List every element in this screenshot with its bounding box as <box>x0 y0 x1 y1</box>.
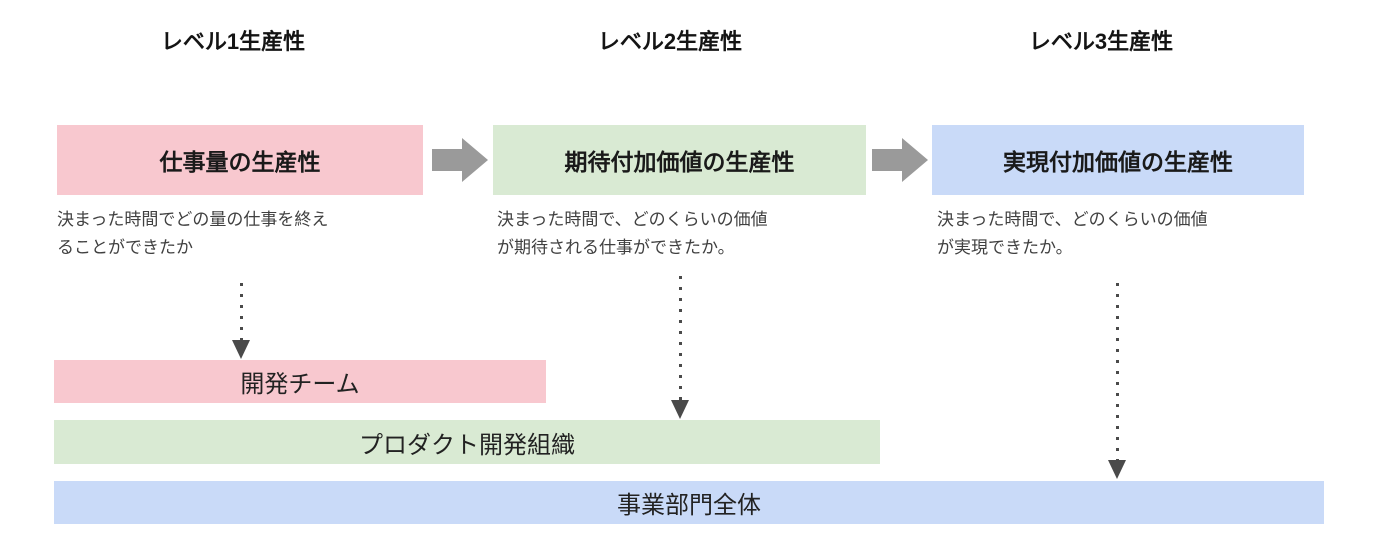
description-line: 決まった時間で、どのくらいの価値 <box>497 210 768 229</box>
expected-added-value-productivity-box: 期待付加価値の生産性 <box>493 125 866 195</box>
flow-arrow-icon <box>872 138 928 182</box>
description-line: 決まった時間でどの量の仕事を終え <box>57 210 329 229</box>
level-2-header: レベル2生産性 <box>597 29 743 54</box>
level-1-description: 決まった時間でどの量の仕事を終え ることができたか <box>57 206 328 262</box>
arrowhead-icon <box>671 400 689 419</box>
level-2-description: 決まった時間で、どのくらいの価値 が期待される仕事ができたか。 <box>497 206 768 262</box>
flow-arrow-icon <box>432 138 488 182</box>
level-3-description: 決まった時間で、どのくらいの価値 が実現できたか。 <box>937 206 1208 262</box>
scope-bar-dev-team: 開発チーム <box>54 360 546 403</box>
flow-arrow-head <box>902 138 928 182</box>
flow-arrow-shaft <box>872 149 902 171</box>
dotted-line <box>1115 283 1119 460</box>
arrowhead-icon <box>232 340 250 359</box>
description-line: 決まった時間で、どのくらいの価値 <box>937 210 1208 229</box>
description-line: が期待される仕事ができたか。 <box>497 238 735 257</box>
dotted-arrow-icon <box>671 276 689 419</box>
scope-bar-product-dev-org: プロダクト開発組織 <box>54 420 880 464</box>
arrowhead-icon <box>1108 460 1126 479</box>
description-line: ることができたか <box>57 238 193 257</box>
dotted-line <box>678 276 682 400</box>
level-1-header: レベル1生産性 <box>160 29 306 54</box>
dotted-arrow-icon <box>1108 283 1126 479</box>
dotted-arrow-icon <box>232 283 250 359</box>
description-line: が実現できたか。 <box>937 238 1073 257</box>
work-volume-productivity-box: 仕事量の生産性 <box>57 125 423 195</box>
flow-arrow-head <box>462 138 488 182</box>
scope-bar-business-division: 事業部門全体 <box>54 481 1324 524</box>
flow-arrow-shaft <box>432 149 462 171</box>
level-3-header: レベル3生産性 <box>1028 29 1174 54</box>
realized-added-value-productivity-box: 実現付加価値の生産性 <box>932 125 1304 195</box>
dotted-line <box>239 283 243 340</box>
